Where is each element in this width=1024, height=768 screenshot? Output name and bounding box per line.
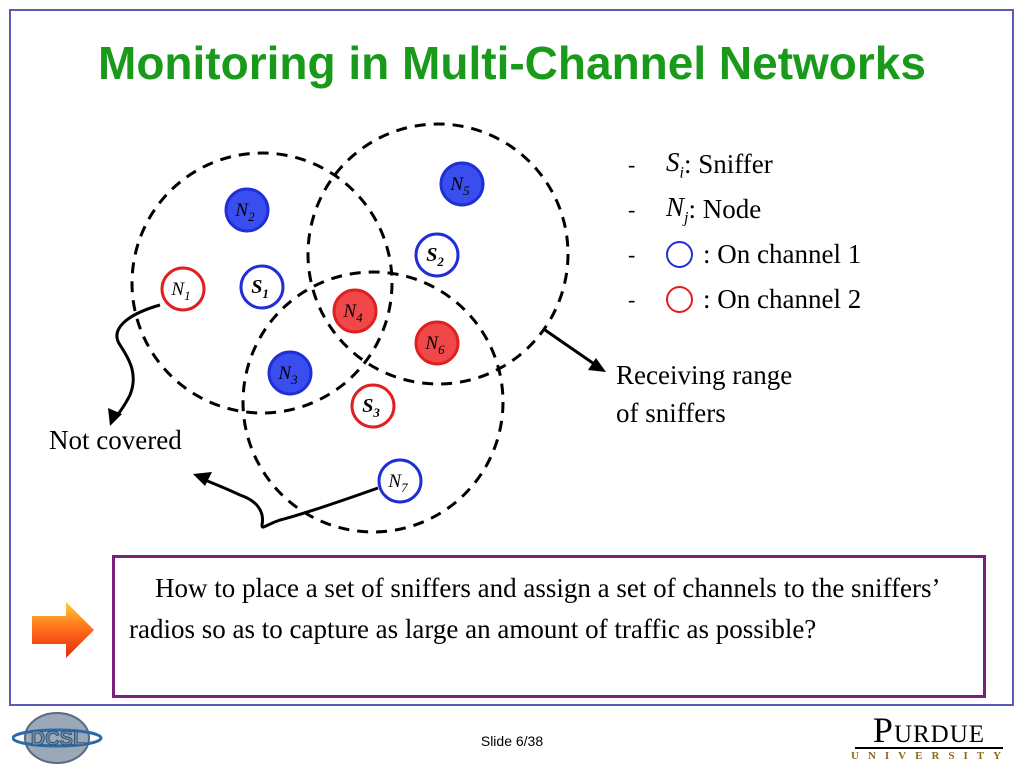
- channel-1-circle-icon: [666, 241, 693, 268]
- slide-frame: [9, 9, 1014, 706]
- legend-item-channel-1: - : On channel 1: [628, 239, 862, 269]
- legend-item-sniffer: - Si : Sniffer: [628, 146, 773, 182]
- svg-text:N7: N7: [387, 471, 408, 495]
- svg-text:N3: N3: [277, 363, 298, 387]
- svg-text:S1: S1: [251, 276, 269, 301]
- node-n4: N4: [332, 288, 378, 334]
- sniffer-range-s2: [306, 122, 570, 386]
- sniffer-s3: S3: [350, 383, 396, 429]
- svg-text:S3: S3: [362, 395, 380, 420]
- range-arrow: [544, 328, 601, 370]
- svg-text:N5: N5: [449, 174, 470, 198]
- not-covered-arrowhead-n1: [108, 408, 122, 426]
- dcsl-logo: DCSL: [12, 712, 103, 764]
- sniffer-range-s1: [130, 151, 394, 415]
- right-arrow-icon: [32, 602, 94, 658]
- node-n6: N6: [414, 320, 460, 366]
- sniffer-s1: S1: [239, 264, 285, 310]
- slide-title: Monitoring in Multi-Channel Networks: [98, 37, 926, 89]
- node-n5: N5: [439, 161, 485, 207]
- slide-number: Slide 6/38: [480, 733, 544, 749]
- channel-2-circle-icon: [666, 286, 693, 313]
- svg-text:N2: N2: [234, 200, 255, 224]
- node-n1: N1: [160, 266, 206, 312]
- legend-item-node: - Nj : Node: [628, 191, 762, 227]
- receiving-range-label: Receiving range of sniffers: [616, 360, 793, 428]
- node-n3: N3: [267, 350, 313, 396]
- question-box: How to place a set of sniffers and assig…: [112, 555, 986, 698]
- node-n2: N2: [224, 187, 270, 233]
- sniffer-s2: S2: [414, 232, 460, 278]
- svg-text:S2: S2: [426, 244, 444, 269]
- purdue-logo: Purdue UNIVERSITY: [851, 710, 1011, 763]
- node-n7: N7: [377, 458, 423, 504]
- svg-text:N6: N6: [424, 333, 445, 357]
- purdue-wordmark: Purdue: [872, 710, 986, 750]
- not-covered-label: Not covered: [49, 425, 182, 455]
- legend-item-channel-2: - : On channel 2: [628, 284, 862, 314]
- svg-text:N4: N4: [342, 301, 363, 325]
- legend: - Si : Sniffer - Nj : Node - : On channe…: [628, 142, 861, 322]
- svg-text:N1: N1: [170, 279, 190, 303]
- purdue-university-text: UNIVERSITY: [851, 750, 1011, 762]
- svg-text:DCSL: DCSL: [31, 728, 85, 750]
- sniffer-range-s3: [241, 270, 505, 534]
- not-covered-arrow-n1: [113, 303, 161, 419]
- not-covered-arrow-n7: [199, 476, 379, 529]
- range-arrowhead: [588, 358, 606, 372]
- not-covered-arrowhead-n7: [193, 472, 212, 486]
